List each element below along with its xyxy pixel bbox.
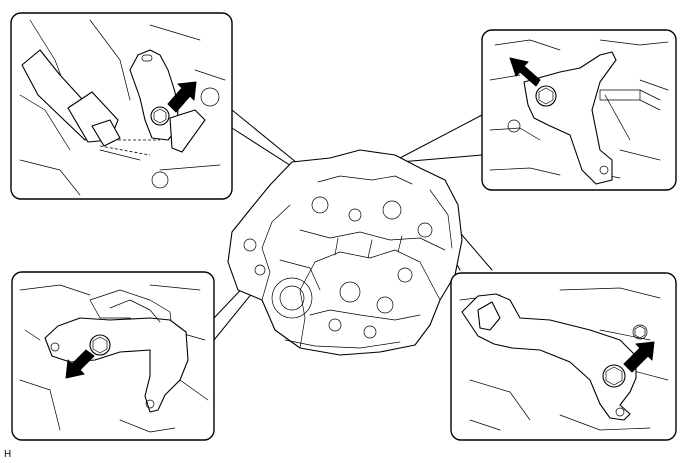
arrow-icon <box>167 81 197 113</box>
figure-ref-code: H <box>4 449 12 460</box>
bolt-icon <box>150 106 170 126</box>
transaxle-assembly <box>227 149 463 356</box>
upper-right-detail <box>481 29 677 191</box>
upper-left-detail <box>10 12 233 200</box>
bolt-icon <box>602 364 626 388</box>
lower-left-detail <box>11 271 215 441</box>
arrow-icon <box>623 341 655 373</box>
bolt-icon <box>89 334 111 356</box>
arrow-icon <box>509 57 541 87</box>
bolt-icon <box>535 85 557 107</box>
arrow-icon <box>65 349 95 379</box>
lower-right-detail <box>450 272 677 441</box>
